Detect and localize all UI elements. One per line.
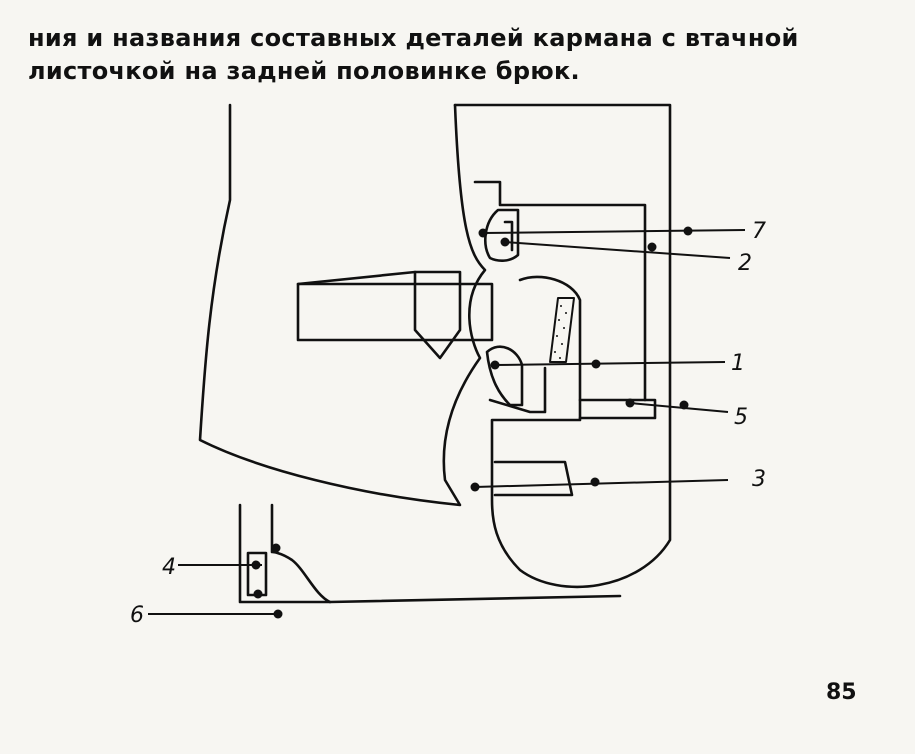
upper-facing bbox=[473, 180, 647, 402]
pocket-bag-seam bbox=[493, 460, 574, 497]
callout-7: 7 bbox=[752, 219, 766, 244]
trouser-panel-outline bbox=[198, 103, 487, 507]
text-line-2: листочкой на задней половинке брюк. bbox=[28, 57, 580, 85]
lower-facing bbox=[485, 345, 524, 407]
callout-4: 4 bbox=[162, 555, 176, 580]
welt-flap bbox=[296, 282, 494, 342]
pocket-bag-outline bbox=[453, 103, 672, 589]
callout-1: 1 bbox=[731, 351, 745, 376]
welt-fold bbox=[413, 270, 462, 360]
welt-top-edge bbox=[296, 270, 417, 286]
text-line-1: ния и названия составных деталей кармана… bbox=[28, 24, 799, 52]
callout-5: 5 bbox=[734, 405, 748, 430]
callout-2: 2 bbox=[738, 251, 752, 276]
waistband-corner bbox=[238, 503, 332, 604]
lower-facing-line bbox=[488, 366, 547, 414]
callout-3: 3 bbox=[752, 467, 766, 492]
interlining-strip bbox=[549, 297, 575, 363]
waistband-fold bbox=[246, 551, 268, 597]
bottom-line bbox=[328, 594, 622, 604]
interlining-dots bbox=[554, 305, 567, 359]
upper-facing-fold bbox=[484, 208, 520, 262]
side-stitch bbox=[578, 398, 657, 420]
upper-facing-stitch bbox=[503, 220, 514, 252]
page-number: 85 bbox=[826, 680, 857, 705]
body-text: ния и названия составных деталей кармана… bbox=[28, 22, 888, 88]
callout-6: 6 bbox=[130, 603, 144, 628]
